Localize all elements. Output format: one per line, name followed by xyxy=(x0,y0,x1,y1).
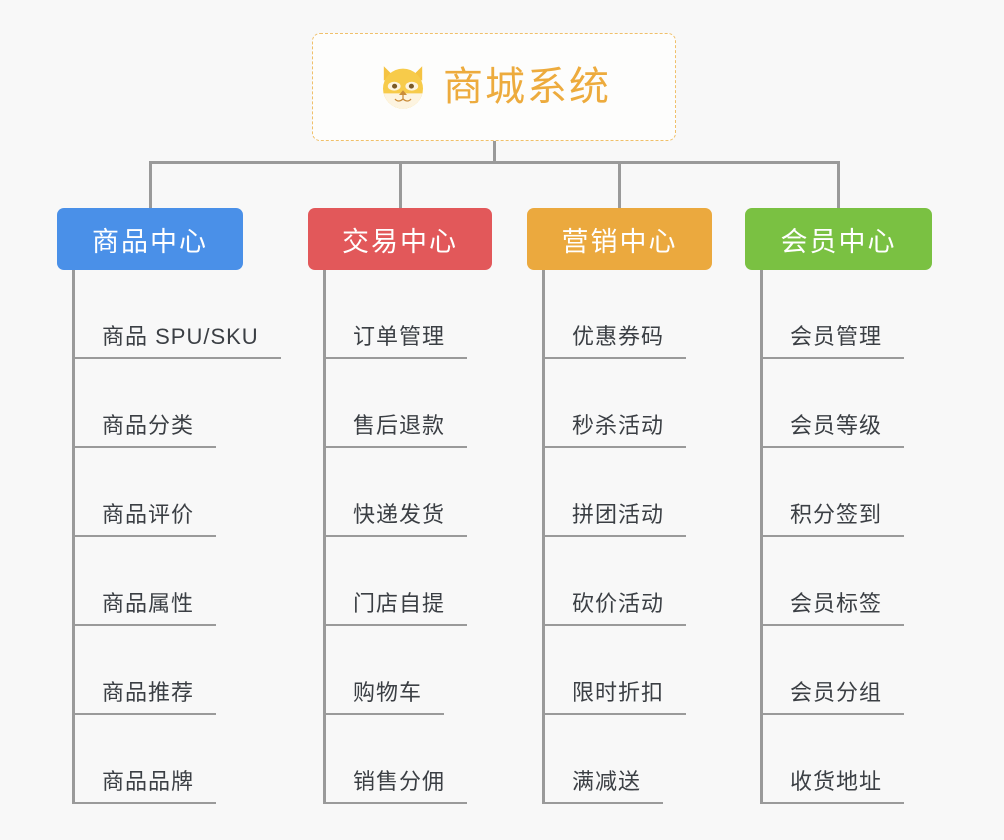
list-item[interactable]: 商品推荐 xyxy=(57,626,243,715)
leaf-label: 快递发货 xyxy=(353,501,446,527)
leaf-label: 销售分佣 xyxy=(353,768,446,794)
leaf-label: 订单管理 xyxy=(353,323,446,349)
list-item[interactable]: 商品品牌 xyxy=(57,715,243,804)
list-item[interactable]: 商品属性 xyxy=(57,537,243,626)
leaf-label: 商品品牌 xyxy=(102,768,195,794)
leaf-label: 会员分组 xyxy=(790,679,883,705)
leaf-label: 商品评价 xyxy=(102,501,195,527)
list-item[interactable]: 积分签到 xyxy=(745,448,932,537)
list-item[interactable]: 优惠券码 xyxy=(527,270,712,359)
leaf-label: 积分签到 xyxy=(790,501,883,527)
list-item[interactable]: 会员标签 xyxy=(745,537,932,626)
root-node[interactable]: 商城系统 xyxy=(312,33,676,141)
category-header-2[interactable]: 交易中心 xyxy=(308,208,492,270)
connector-drop-3 xyxy=(618,161,621,209)
leaf-label: 购物车 xyxy=(353,679,423,705)
leaf-label: 砍价活动 xyxy=(572,590,665,616)
leaf-label: 满减送 xyxy=(572,768,642,794)
list-item[interactable]: 秒杀活动 xyxy=(527,359,712,448)
category-header-3[interactable]: 营销中心 xyxy=(527,208,712,270)
leaf-label: 会员等级 xyxy=(790,412,883,438)
leaf-label: 收货地址 xyxy=(790,768,883,794)
leaf-label: 会员管理 xyxy=(790,323,883,349)
column-营销中心: 营销中心 优惠券码 秒杀活动 拼团活动 砍价活动 限时折扣 满减送 xyxy=(527,208,712,804)
connector-bus xyxy=(149,161,840,164)
leaf-spine-2 xyxy=(323,270,326,804)
leaf-list-2: 订单管理 售后退款 快递发货 门店自提 购物车 销售分佣 xyxy=(308,270,492,804)
leaf-label: 会员标签 xyxy=(790,590,883,616)
leaf-spine-1 xyxy=(72,270,75,804)
leaf-label: 商品推荐 xyxy=(102,679,195,705)
list-item[interactable]: 快递发货 xyxy=(308,448,492,537)
leaf-label: 限时折扣 xyxy=(572,679,665,705)
column-交易中心: 交易中心 订单管理 售后退款 快递发货 门店自提 购物车 销售分佣 xyxy=(308,208,492,804)
list-item[interactable]: 满减送 xyxy=(527,715,712,804)
list-item[interactable]: 门店自提 xyxy=(308,537,492,626)
list-item[interactable]: 会员管理 xyxy=(745,270,932,359)
list-item[interactable]: 商品评价 xyxy=(57,448,243,537)
connector-drop-4 xyxy=(837,161,840,209)
list-item[interactable]: 拼团活动 xyxy=(527,448,712,537)
column-会员中心: 会员中心 会员管理 会员等级 积分签到 会员标签 会员分组 收货地址 xyxy=(745,208,932,804)
list-item[interactable]: 砍价活动 xyxy=(527,537,712,626)
dog-face-icon xyxy=(383,66,423,109)
leaf-list-1: 商品 SPU/SKU 商品分类 商品评价 商品属性 商品推荐 商品品牌 xyxy=(57,270,281,804)
list-item[interactable]: 会员等级 xyxy=(745,359,932,448)
list-item[interactable]: 商品分类 xyxy=(57,359,243,448)
leaf-label: 商品属性 xyxy=(102,590,195,616)
leaf-label: 门店自提 xyxy=(353,590,446,616)
list-item[interactable]: 订单管理 xyxy=(308,270,492,359)
leaf-label: 秒杀活动 xyxy=(572,412,665,438)
leaf-label: 拼团活动 xyxy=(572,501,665,527)
list-item[interactable]: 售后退款 xyxy=(308,359,492,448)
connector-root-stem xyxy=(493,141,496,163)
root-title: 商城系统 xyxy=(443,65,611,109)
leaf-label: 商品分类 xyxy=(102,412,195,438)
list-item[interactable]: 会员分组 xyxy=(745,626,932,715)
list-item[interactable]: 购物车 xyxy=(308,626,492,715)
connector-drop-1 xyxy=(149,161,152,209)
category-header-1[interactable]: 商品中心 xyxy=(57,208,243,270)
leaf-label: 商品 SPU/SKU xyxy=(102,323,259,349)
list-item[interactable]: 销售分佣 xyxy=(308,715,492,804)
leaf-list-3: 优惠券码 秒杀活动 拼团活动 砍价活动 限时折扣 满减送 xyxy=(527,270,712,804)
leaf-spine-3 xyxy=(542,270,545,804)
column-商品中心: 商品中心 商品 SPU/SKU 商品分类 商品评价 商品属性 商品推荐 商品品牌 xyxy=(57,208,281,804)
category-header-4[interactable]: 会员中心 xyxy=(745,208,932,270)
list-item[interactable]: 收货地址 xyxy=(745,715,932,804)
list-item[interactable]: 限时折扣 xyxy=(527,626,712,715)
connector-drop-2 xyxy=(399,161,402,209)
leaf-spine-4 xyxy=(760,270,763,804)
list-item[interactable]: 商品 SPU/SKU xyxy=(57,270,281,359)
leaf-label: 售后退款 xyxy=(353,412,446,438)
leaf-label: 优惠券码 xyxy=(572,323,665,349)
leaf-list-4: 会员管理 会员等级 积分签到 会员标签 会员分组 收货地址 xyxy=(745,270,932,804)
